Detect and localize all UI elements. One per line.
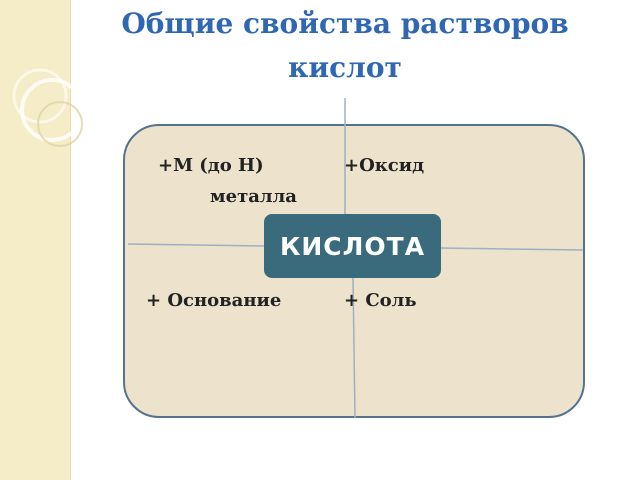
item-base: + Основание [146, 290, 282, 311]
item-salt: + Соль [344, 290, 417, 311]
connector-line-bottom [352, 276, 356, 419]
slide-title-line-1: Общие свойства растворов [121, 7, 569, 40]
slide-title: Общие свойства растворов кислот [120, 2, 570, 90]
item-metal-suffix: металла [210, 186, 297, 207]
center-acid-box: КИСЛОТА [264, 214, 441, 278]
center-acid-label: КИСЛОТА [279, 231, 426, 261]
decorative-rings [12, 68, 84, 147]
item-metal: +М (до Н) [158, 155, 264, 176]
connector-line-right [439, 247, 584, 251]
slide-title-line-2: кислот [288, 51, 402, 84]
item-oxide: +Оксид [344, 155, 425, 176]
connector-line-left [127, 243, 267, 247]
